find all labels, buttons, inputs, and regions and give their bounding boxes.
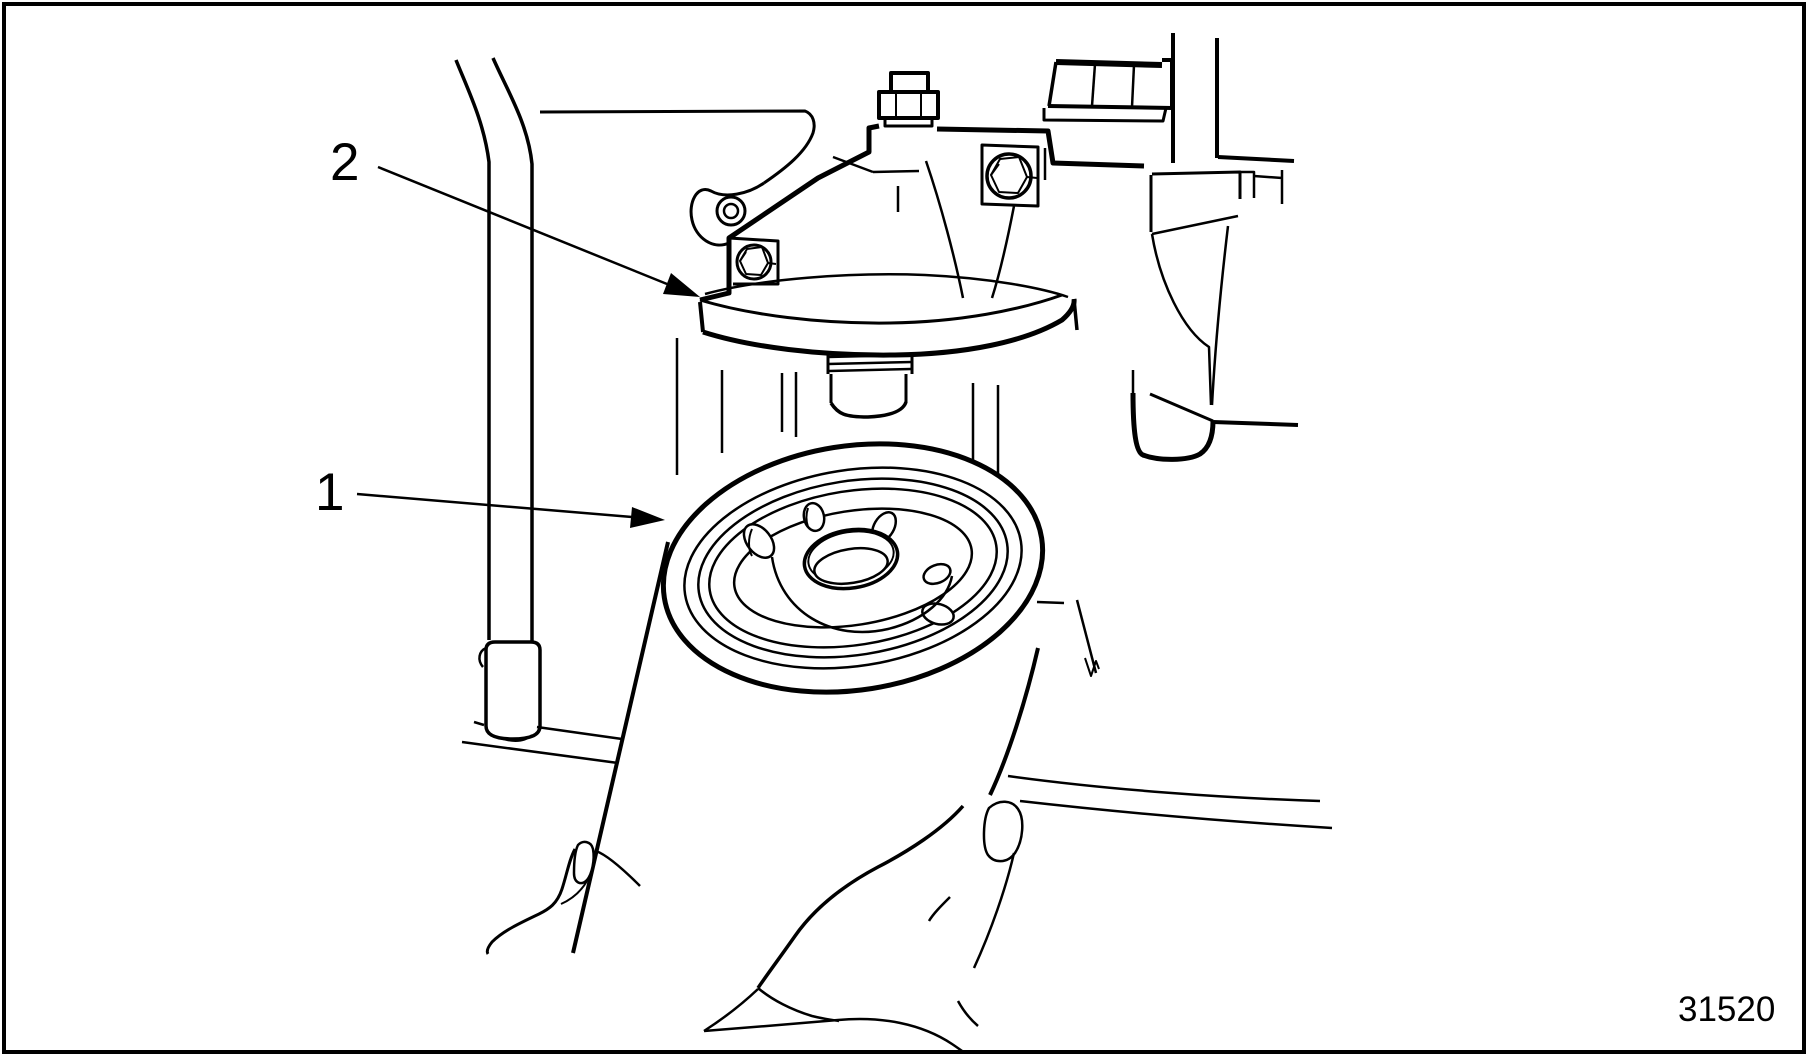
head-bolt-right [980,143,1040,208]
engine-top-edge [539,109,816,185]
engine-ledge-lines [461,725,623,765]
filter-center-thread-collar [802,527,900,591]
hand [485,800,1024,1055]
engine-lines-right-of-filter [1007,599,1333,830]
filter-right-edge [988,647,1040,796]
head-inner-lines [832,148,1047,299]
filter-dome-edge [770,556,954,634]
thumb [485,840,641,955]
arrowhead-icon [663,273,700,297]
hex-plug-large [1042,58,1174,123]
hex-bolt-icon [985,152,1033,200]
hand-palm-wrist [703,987,979,1055]
arrowhead-icon [630,507,665,528]
oil-filter [571,441,1046,1025]
callout-label-1: 1 [315,463,345,522]
head-flange [698,273,1079,358]
callout-label-2: 2 [330,133,360,192]
bracket-washer-hole [715,195,747,227]
mounting-bracket [689,181,765,247]
figure-number: 31520 [1678,990,1776,1029]
right-engine-housing [1130,170,1299,462]
filter-head [698,33,1295,419]
callout-arrow-1 [356,492,665,528]
hex-fitting-top [877,71,940,128]
background-pipe [454,57,542,742]
filter-left-edge [571,541,670,954]
threaded-nipple [826,352,914,419]
hex-bolt-icon [735,243,773,281]
index-finger [756,800,1024,989]
finger-nail [982,800,1024,863]
thumb-nail [572,840,595,885]
filter-top-face [660,441,1046,695]
callout-arrow-2 [377,165,700,297]
